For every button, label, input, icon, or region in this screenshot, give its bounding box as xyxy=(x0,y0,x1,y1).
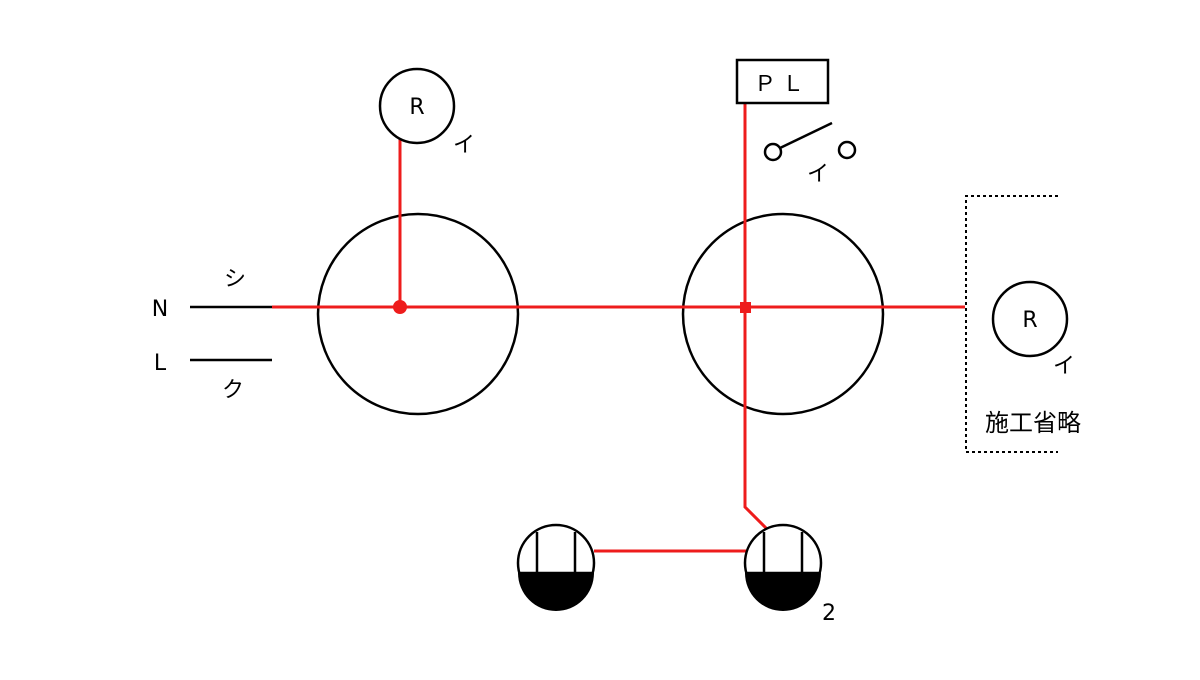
neutral-wire-red xyxy=(272,103,965,553)
junction-box-left xyxy=(316,212,520,416)
lamp-right-circle xyxy=(991,280,1069,358)
line-label: L xyxy=(154,351,167,376)
connection-square-right xyxy=(740,302,751,313)
lamp-right-switch-mark: イ xyxy=(1053,354,1075,379)
switch-symbol xyxy=(763,121,857,162)
outlet-left xyxy=(516,523,596,611)
lamp-left-symbol: R xyxy=(409,95,424,120)
switch-mark: イ xyxy=(807,162,829,187)
lamp-right-symbol: R xyxy=(1022,308,1037,333)
neutral-mark: シ xyxy=(224,267,246,292)
lamp-left-switch-mark: イ xyxy=(453,133,475,158)
pilot-lamp-label: ＰＬ xyxy=(754,72,810,97)
outlet-right xyxy=(743,523,823,611)
line-mark: ク xyxy=(222,378,244,403)
junction-box-right xyxy=(681,212,885,416)
lamp-left-circle xyxy=(378,67,456,145)
neutral-label: N xyxy=(152,297,168,322)
connection-dot-left xyxy=(393,300,407,314)
omitted-note: 施工省略 xyxy=(985,409,1081,437)
outlet-count: 2 xyxy=(822,601,836,626)
pilot-lamp-box xyxy=(735,58,830,105)
